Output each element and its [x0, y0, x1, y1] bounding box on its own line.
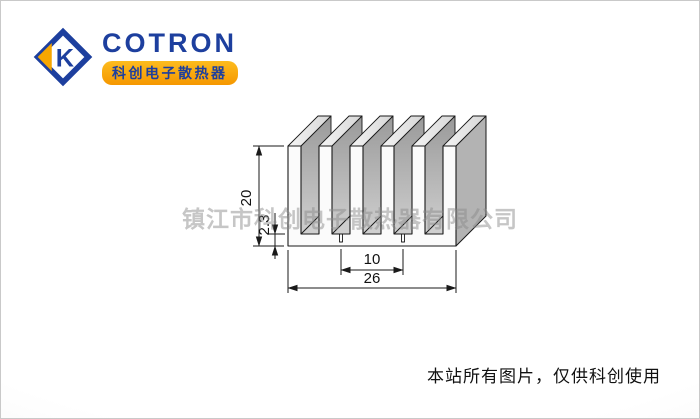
logo-orange-wedge-shape [37, 42, 52, 72]
dim-overall-height-label: 20 [238, 190, 255, 207]
brand-subtitle: 科创电子散热器 [102, 60, 238, 85]
dim-overall-height: 20 [238, 145, 284, 247]
logo-text-block: COTRON 科创电子散热器 [102, 28, 238, 85]
dim-slot-pitch: 10 [340, 249, 404, 275]
heatsink-fin-top-faces [287, 115, 487, 147]
cotron-logo: K COTRON 科创电子散热器 [33, 27, 238, 87]
dim-overall-width-label: 26 [364, 270, 381, 287]
dimension-lines: 20 2.3 10 26 [238, 145, 457, 293]
logo-letter: K [56, 44, 75, 72]
heatsink-base-slots [339, 234, 405, 243]
dim-base-thickness-label: 2.3 [256, 215, 273, 236]
heatsink-body [287, 115, 487, 247]
heatsink-front-face [287, 145, 457, 247]
footer-note: 本站所有图片，仅供科创使用 [427, 367, 661, 386]
dim-base-thickness: 2.3 [256, 213, 285, 259]
brand-name: COTRON [102, 28, 237, 59]
cotron-logo-mark-icon: K [33, 27, 93, 87]
dim-overall-width: 26 [287, 250, 457, 293]
dim-slot-pitch-label: 10 [364, 251, 381, 268]
